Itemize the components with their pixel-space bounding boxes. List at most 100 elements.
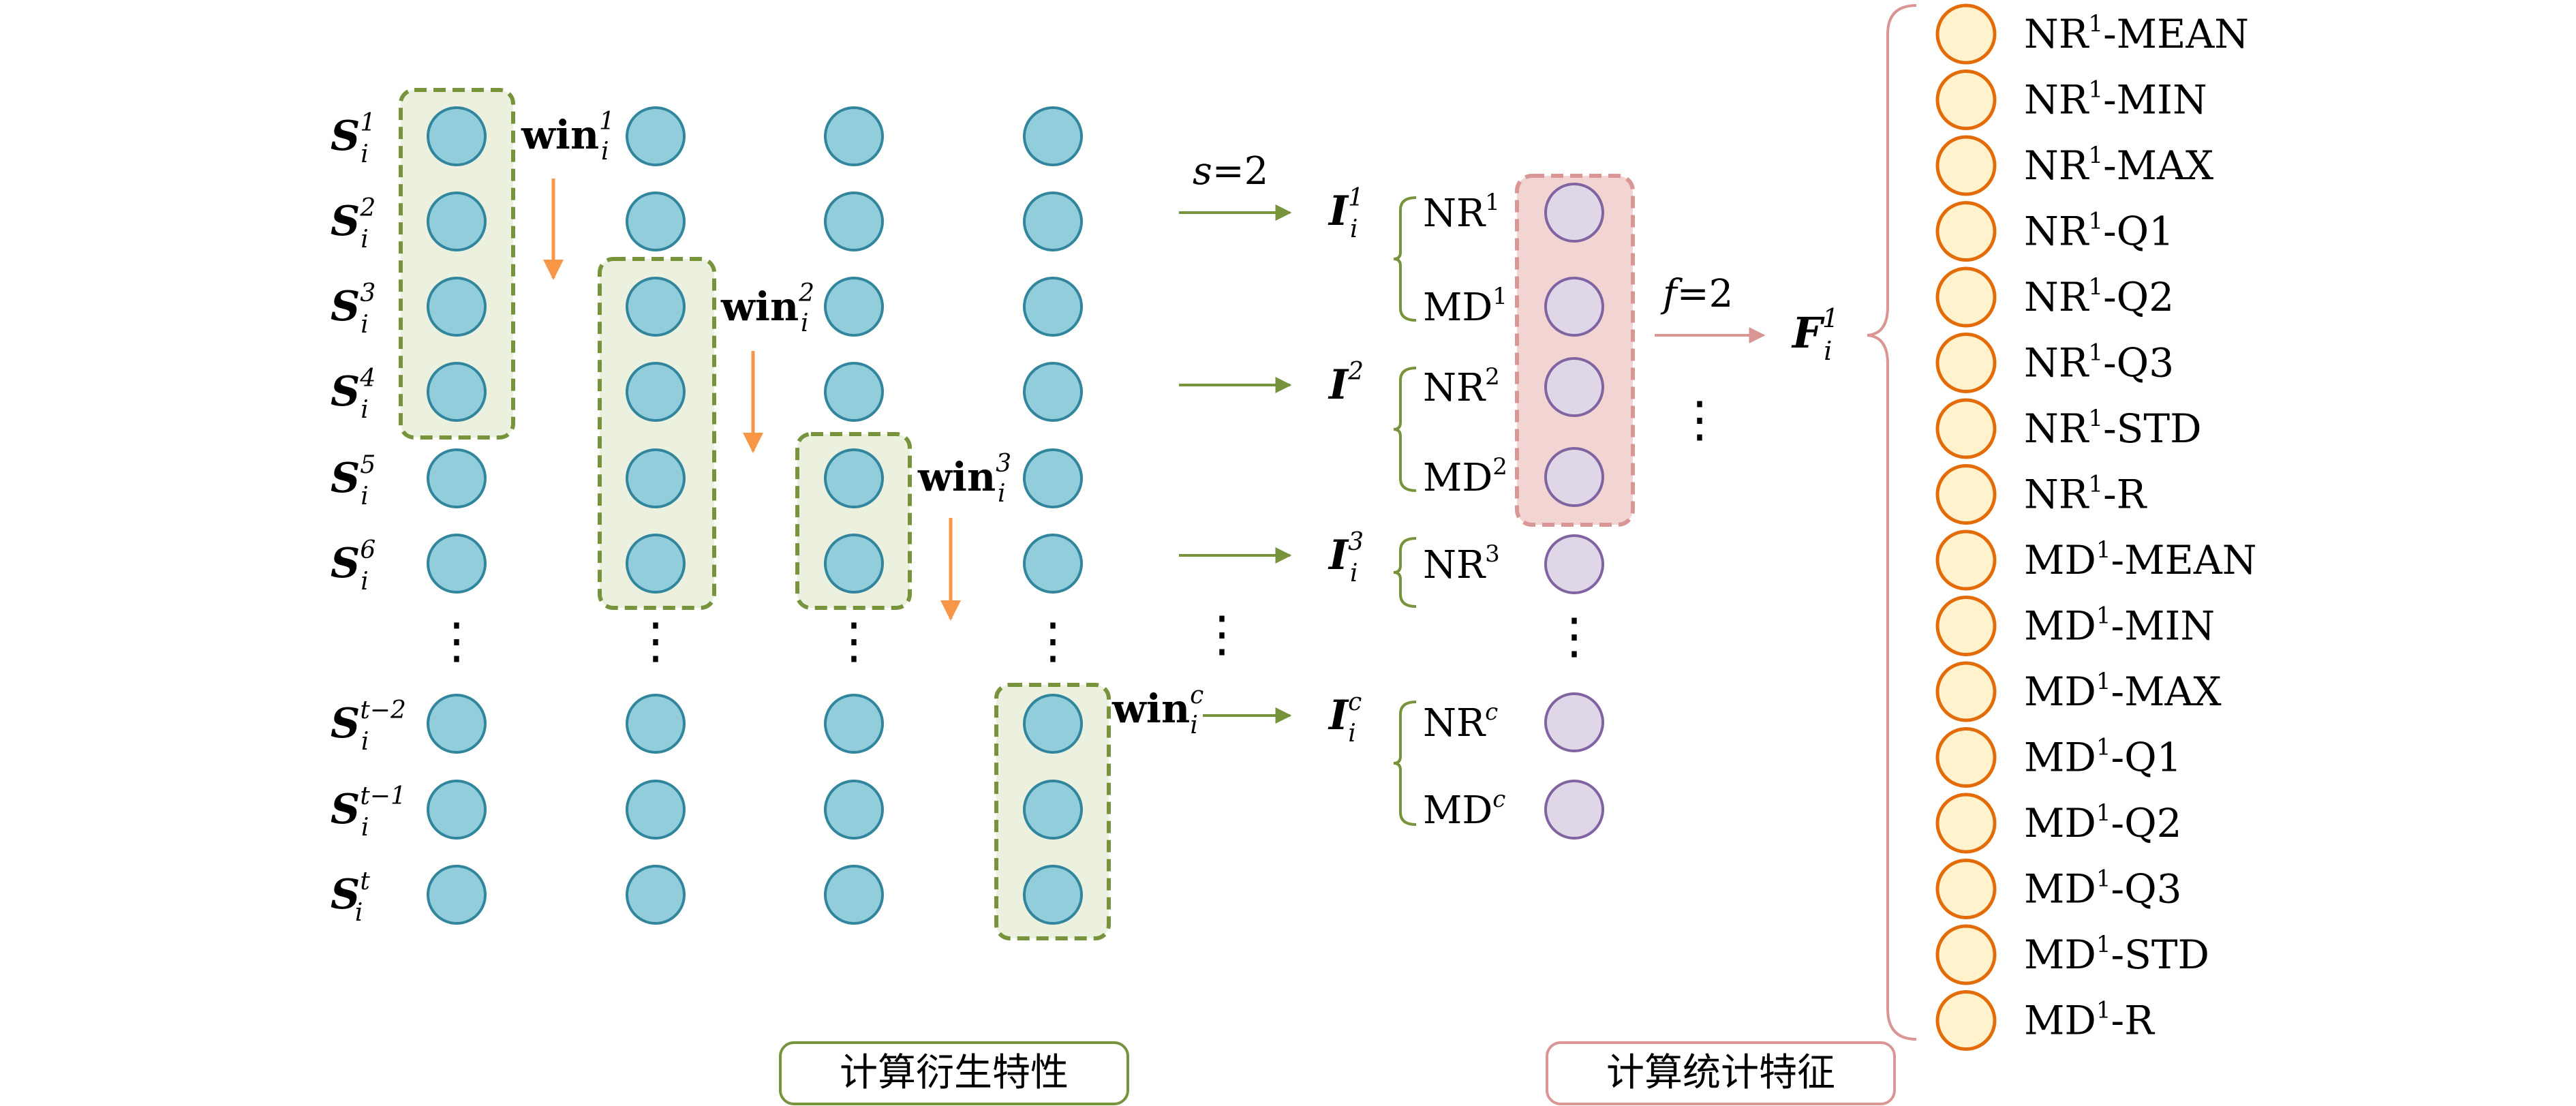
sequence-node — [626, 277, 686, 337]
feature-node — [1935, 3, 1997, 65]
statistics-label-box — [1546, 1041, 1896, 1105]
indicator-brace — [1393, 367, 1417, 492]
feature-label: NR1-MIN — [2024, 76, 2207, 123]
indicator-brace — [1393, 537, 1417, 608]
feature-node — [1935, 333, 1997, 393]
sequence-node — [427, 865, 487, 925]
sequence-node — [824, 277, 884, 337]
sequence-node — [1023, 694, 1083, 754]
feature-node — [1935, 464, 1997, 525]
indicator-node — [1544, 780, 1604, 840]
sequence-node — [1023, 277, 1083, 337]
feature-label: MD1-R — [2024, 997, 2156, 1044]
sequence-node — [427, 780, 487, 840]
indicator-label: I2 — [1328, 358, 1364, 409]
sequence-node — [1023, 362, 1083, 422]
indicator-node — [1544, 183, 1604, 243]
indicator-node — [1544, 534, 1604, 594]
feature-brace — [1867, 4, 1917, 1041]
sequence-node — [427, 191, 487, 251]
feature-node — [1935, 990, 1997, 1051]
feature-label: NR1-Q2 — [2024, 273, 2174, 320]
feature-node — [1935, 70, 1997, 130]
feature-label: MD1-MIN — [2024, 602, 2215, 649]
feature-label: NR1-STD — [2024, 405, 2202, 452]
sequence-node — [1023, 448, 1083, 508]
sequence-node — [626, 362, 686, 422]
feature-label: MD1-Q3 — [2024, 865, 2182, 912]
mid-ellipsis: ⋮ — [1197, 605, 1246, 662]
sequence-node — [427, 448, 487, 508]
feature-node — [1935, 266, 1997, 328]
sequence-node — [824, 448, 884, 508]
sequence-node — [626, 106, 686, 166]
sequence-node — [824, 534, 884, 594]
indicator-item-label: NR1 — [1423, 189, 1500, 236]
sequence-node — [824, 106, 884, 166]
sequence-node — [1023, 780, 1083, 840]
sequence-node — [626, 694, 686, 754]
derived-label: 计算衍生特性 — [840, 1051, 1069, 1095]
feature-list: NR1-MEANNR1-MINNR1-MAXNR1-Q1NR1-Q2NR1-Q3… — [1935, 3, 2257, 1051]
step-label: s=2 — [1193, 149, 1268, 194]
sliding-windows — [399, 88, 1111, 940]
window-box-2 — [598, 257, 716, 610]
sequence-node — [427, 362, 487, 422]
feature-label: MD1-STD — [2024, 931, 2209, 978]
feature-node — [1935, 727, 1997, 788]
indicator-item-label: NRc — [1423, 698, 1498, 746]
feature-node — [1935, 596, 1997, 656]
indicator-brace — [1393, 701, 1417, 826]
feature-label: MD1-MAX — [2024, 668, 2222, 715]
indicator-brace — [1393, 196, 1417, 322]
feature-label: NR1-MEAN — [2024, 10, 2249, 57]
sequence-node — [427, 534, 487, 594]
feature-label: MD1-Q1 — [2024, 734, 2182, 781]
statistics-label: 计算统计特征 — [1606, 1051, 1835, 1095]
feature-label: NR1-Q3 — [2024, 339, 2174, 386]
feature-node — [1935, 661, 1997, 722]
indicator-ellipsis: ⋮ — [1550, 607, 1599, 664]
sequence-node — [824, 694, 884, 754]
freq-label: f=2 — [1660, 272, 1733, 316]
feature-label: NR1-Q1 — [2024, 208, 2174, 255]
window-box-1 — [399, 88, 515, 440]
freq-ellipsis: ⋮ — [1675, 390, 1724, 448]
indicator-node — [1544, 692, 1604, 752]
feature-node — [1935, 924, 1997, 985]
indicator-node — [1544, 357, 1604, 417]
feature-label: MD1-Q2 — [2024, 799, 2182, 846]
sequence-node — [1023, 534, 1083, 594]
feature-node — [1935, 859, 1997, 919]
feature-node — [1935, 793, 1997, 854]
sequence-node-grid — [427, 106, 1083, 925]
sequence-node — [824, 865, 884, 925]
indicator-arrows: ⋮ — [1179, 204, 1292, 724]
derived-label-box — [779, 1041, 1129, 1105]
feature-node — [1935, 201, 1997, 262]
sequence-node — [427, 106, 487, 166]
grid-ellipsis-mark: ⋮ — [432, 612, 481, 669]
grid-ellipsis-mark: ⋮ — [829, 612, 878, 669]
sequence-node — [626, 865, 686, 925]
indicator-group-box — [1515, 174, 1635, 527]
bottom-labels: 计算衍生特性 计算统计特征 — [779, 1041, 1896, 1105]
sequence-node — [626, 448, 686, 508]
indicator-item-label: NR3 — [1423, 540, 1500, 587]
sequence-node — [1023, 191, 1083, 251]
grid-ellipsis-mark: ⋮ — [631, 612, 680, 669]
feature-label: MD1-MEAN — [2024, 536, 2257, 583]
